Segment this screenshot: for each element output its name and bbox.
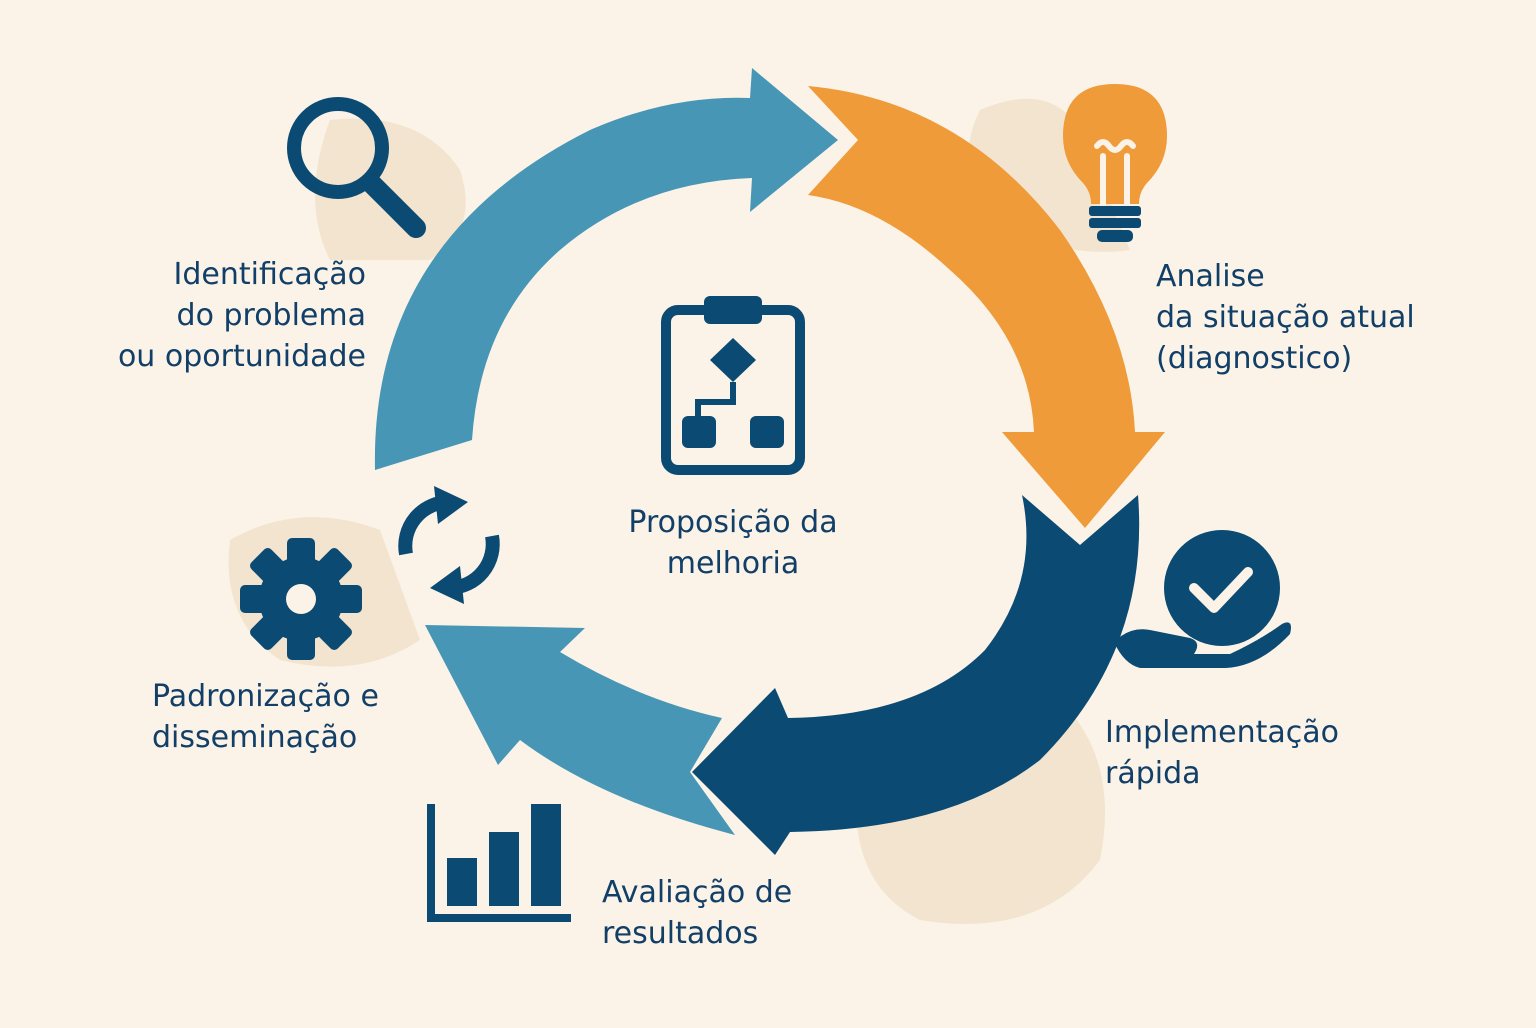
step-label-line: disseminação	[152, 720, 358, 755]
step-label-analise: Analise da situação atual (diagnostico)	[1156, 256, 1415, 379]
cycle-arrow-analise	[808, 86, 1165, 528]
step-label-line: Padronização e	[152, 679, 379, 714]
step-label-line: Implementação	[1105, 715, 1339, 750]
step-label-line: Avaliação de	[602, 875, 793, 910]
step-label-line: resultados	[602, 916, 759, 951]
lightbulb-icon	[1063, 84, 1167, 242]
flowchart-clipboard-icon	[661, 296, 805, 475]
gear-icon	[240, 538, 362, 660]
step-label-implementacao: Implementação rápida	[1105, 712, 1339, 794]
cycle-arrow-identificacao	[374, 68, 838, 470]
center-label-proposicao: Proposição da melhoria	[588, 502, 878, 584]
step-label-line: da situação atual	[1156, 300, 1415, 335]
center-label-line: melhoria	[666, 546, 800, 581]
center-label-line: Proposição da	[628, 505, 838, 540]
step-label-line: Analise	[1156, 259, 1265, 294]
step-label-avaliacao: Avaliação de resultados	[602, 872, 792, 954]
hand-check-icon	[1114, 530, 1291, 668]
step-label-line: do problema	[176, 298, 366, 333]
magnifier-icon	[287, 97, 426, 238]
cycle-arrow-implementacao	[692, 495, 1140, 855]
refresh-icon	[398, 486, 500, 604]
step-label-line: Identificação	[173, 257, 366, 292]
step-label-line: ou oportunidade	[117, 339, 366, 374]
step-label-line: rápida	[1105, 756, 1201, 791]
cycle-arrow-avaliacao	[425, 625, 735, 835]
step-label-identificacao: Identificação do problema ou oportunidad…	[118, 254, 366, 377]
step-label-line: (diagnostico)	[1156, 341, 1353, 376]
bar-chart-icon	[427, 804, 571, 922]
step-label-padronizacao: Padronização e disseminação	[152, 676, 379, 758]
